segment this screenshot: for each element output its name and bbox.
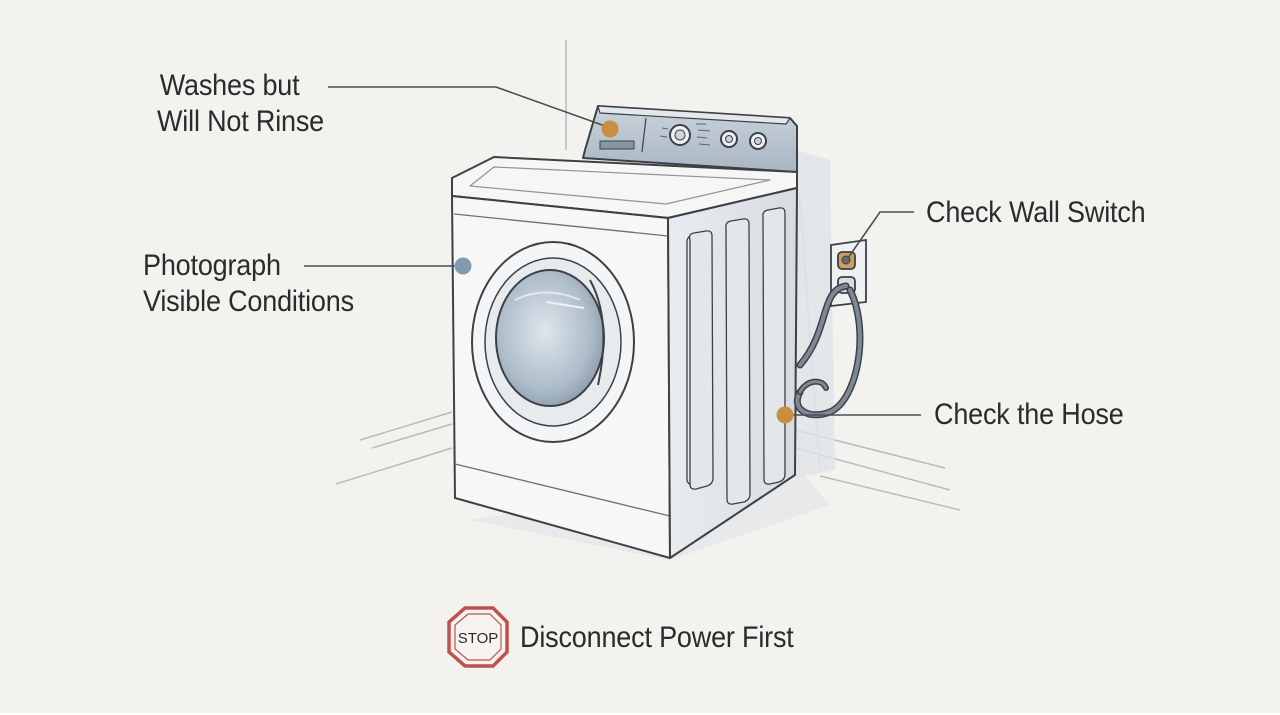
hose [793, 282, 864, 419]
door-glass [495, 269, 605, 407]
callout-washes-line2: Will Not Rinse [157, 105, 325, 138]
bottom-strip [0, 713, 1280, 715]
marker-washes [601, 120, 619, 138]
stop-sign-text: STOP [458, 630, 499, 647]
callout-check-wall-switch: Check Wall Switch [926, 196, 1146, 229]
callout-photo-line2: Visible Conditions [143, 285, 354, 318]
leader-wall-switch [847, 211, 914, 259]
wall-outlet-icon [830, 238, 867, 308]
marker-photo [454, 257, 472, 275]
marker-hose [776, 406, 794, 424]
leader-lines [304, 86, 921, 416]
callout-photograph-conditions: Photograph Visible Conditions [143, 248, 354, 320]
warning-disconnect-power: Disconnect Power First [520, 621, 794, 654]
wall-shadow [796, 150, 835, 478]
washing-machine-icon [451, 105, 798, 559]
callout-check-the-hose: Check the Hose [934, 398, 1124, 431]
leader-washes [328, 86, 606, 127]
callout-washes-will-not-rinse: Washes but Will Not Rinse [157, 68, 324, 140]
callout-photo-line1: Photograph [143, 249, 281, 282]
callout-washes-line1: Washes but [159, 69, 300, 102]
stop-sign-icon: STOP [447, 606, 509, 668]
